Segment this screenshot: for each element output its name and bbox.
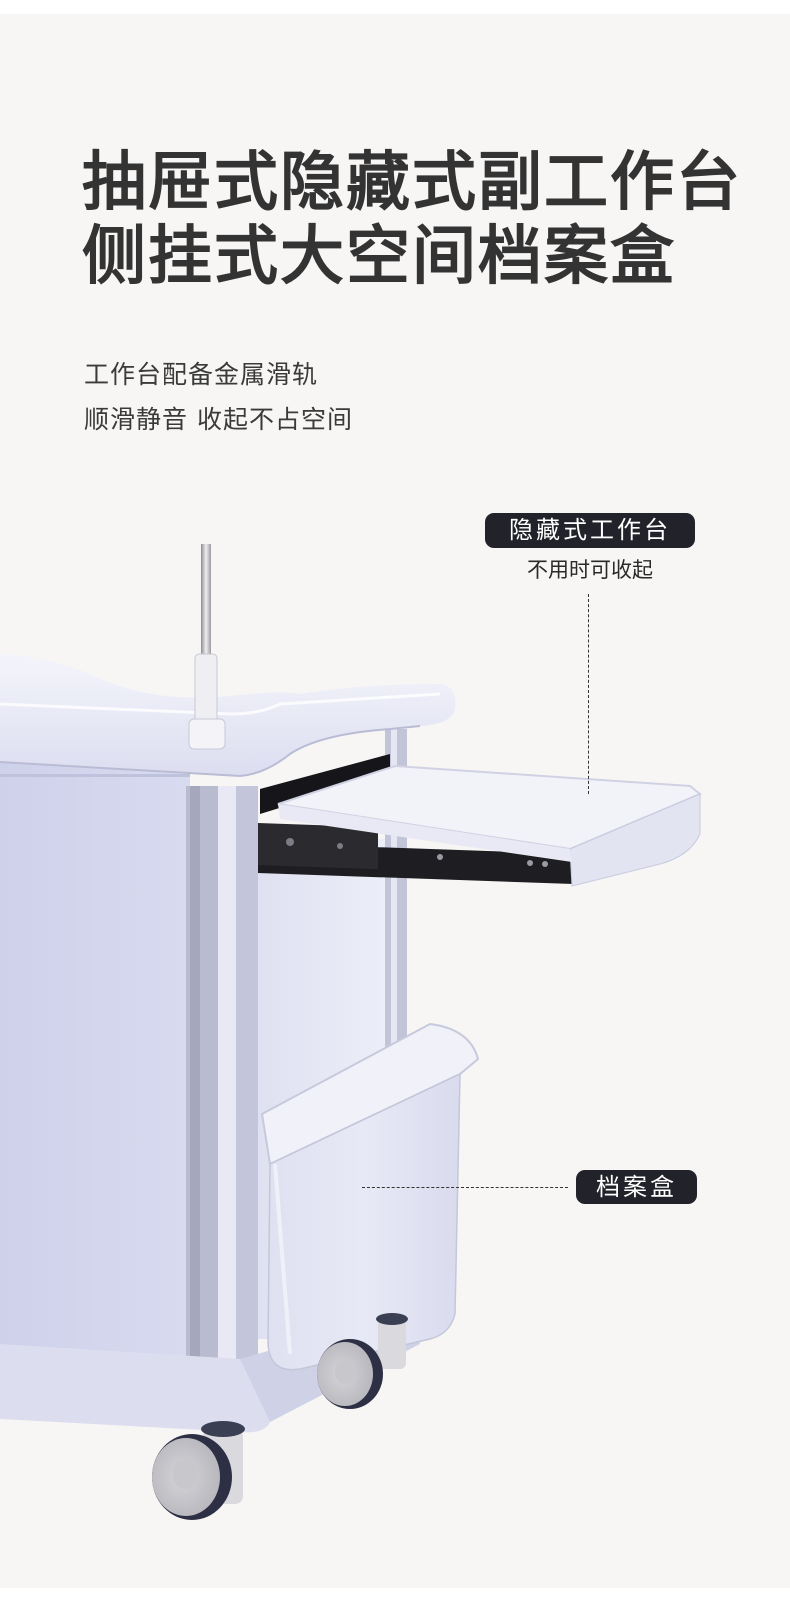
description-line-1: 工作台配备金属滑轨 [84,360,319,389]
callout-badge-file-box: 档案盒 [576,1170,697,1204]
product-detail-panel: 抽屉式隐藏式副工作台 侧挂式大空间档案盒 工作台配备金属滑轨 顺滑静音 收起不占… [0,14,790,1588]
casters [152,1313,408,1520]
callout-caption-hidden-workbench: 不用时可收起 [527,558,653,582]
description-line-2: 顺滑静音 收起不占空间 [84,405,353,434]
side-file-box [260,1022,480,1371]
medical-cart-illustration [0,544,702,1520]
top-tray [0,654,456,778]
callout-leader-line-filebox [362,1187,568,1188]
metal-slide-rail [258,754,573,885]
callout-leader-line-workbench [588,594,589,794]
callout-badge-hidden-workbench: 隐藏式工作台 [485,513,695,548]
pull-out-workbench [277,764,702,887]
iv-pole [188,544,226,750]
headline: 抽屉式隐藏式副工作台 侧挂式大空间档案盒 [82,146,742,294]
headline-line-1: 抽屉式隐藏式副工作台 [82,146,742,220]
headline-line-2: 侧挂式大空间档案盒 [82,220,676,294]
description: 工作台配备金属滑轨 顺滑静音 收起不占空间 [84,352,353,442]
